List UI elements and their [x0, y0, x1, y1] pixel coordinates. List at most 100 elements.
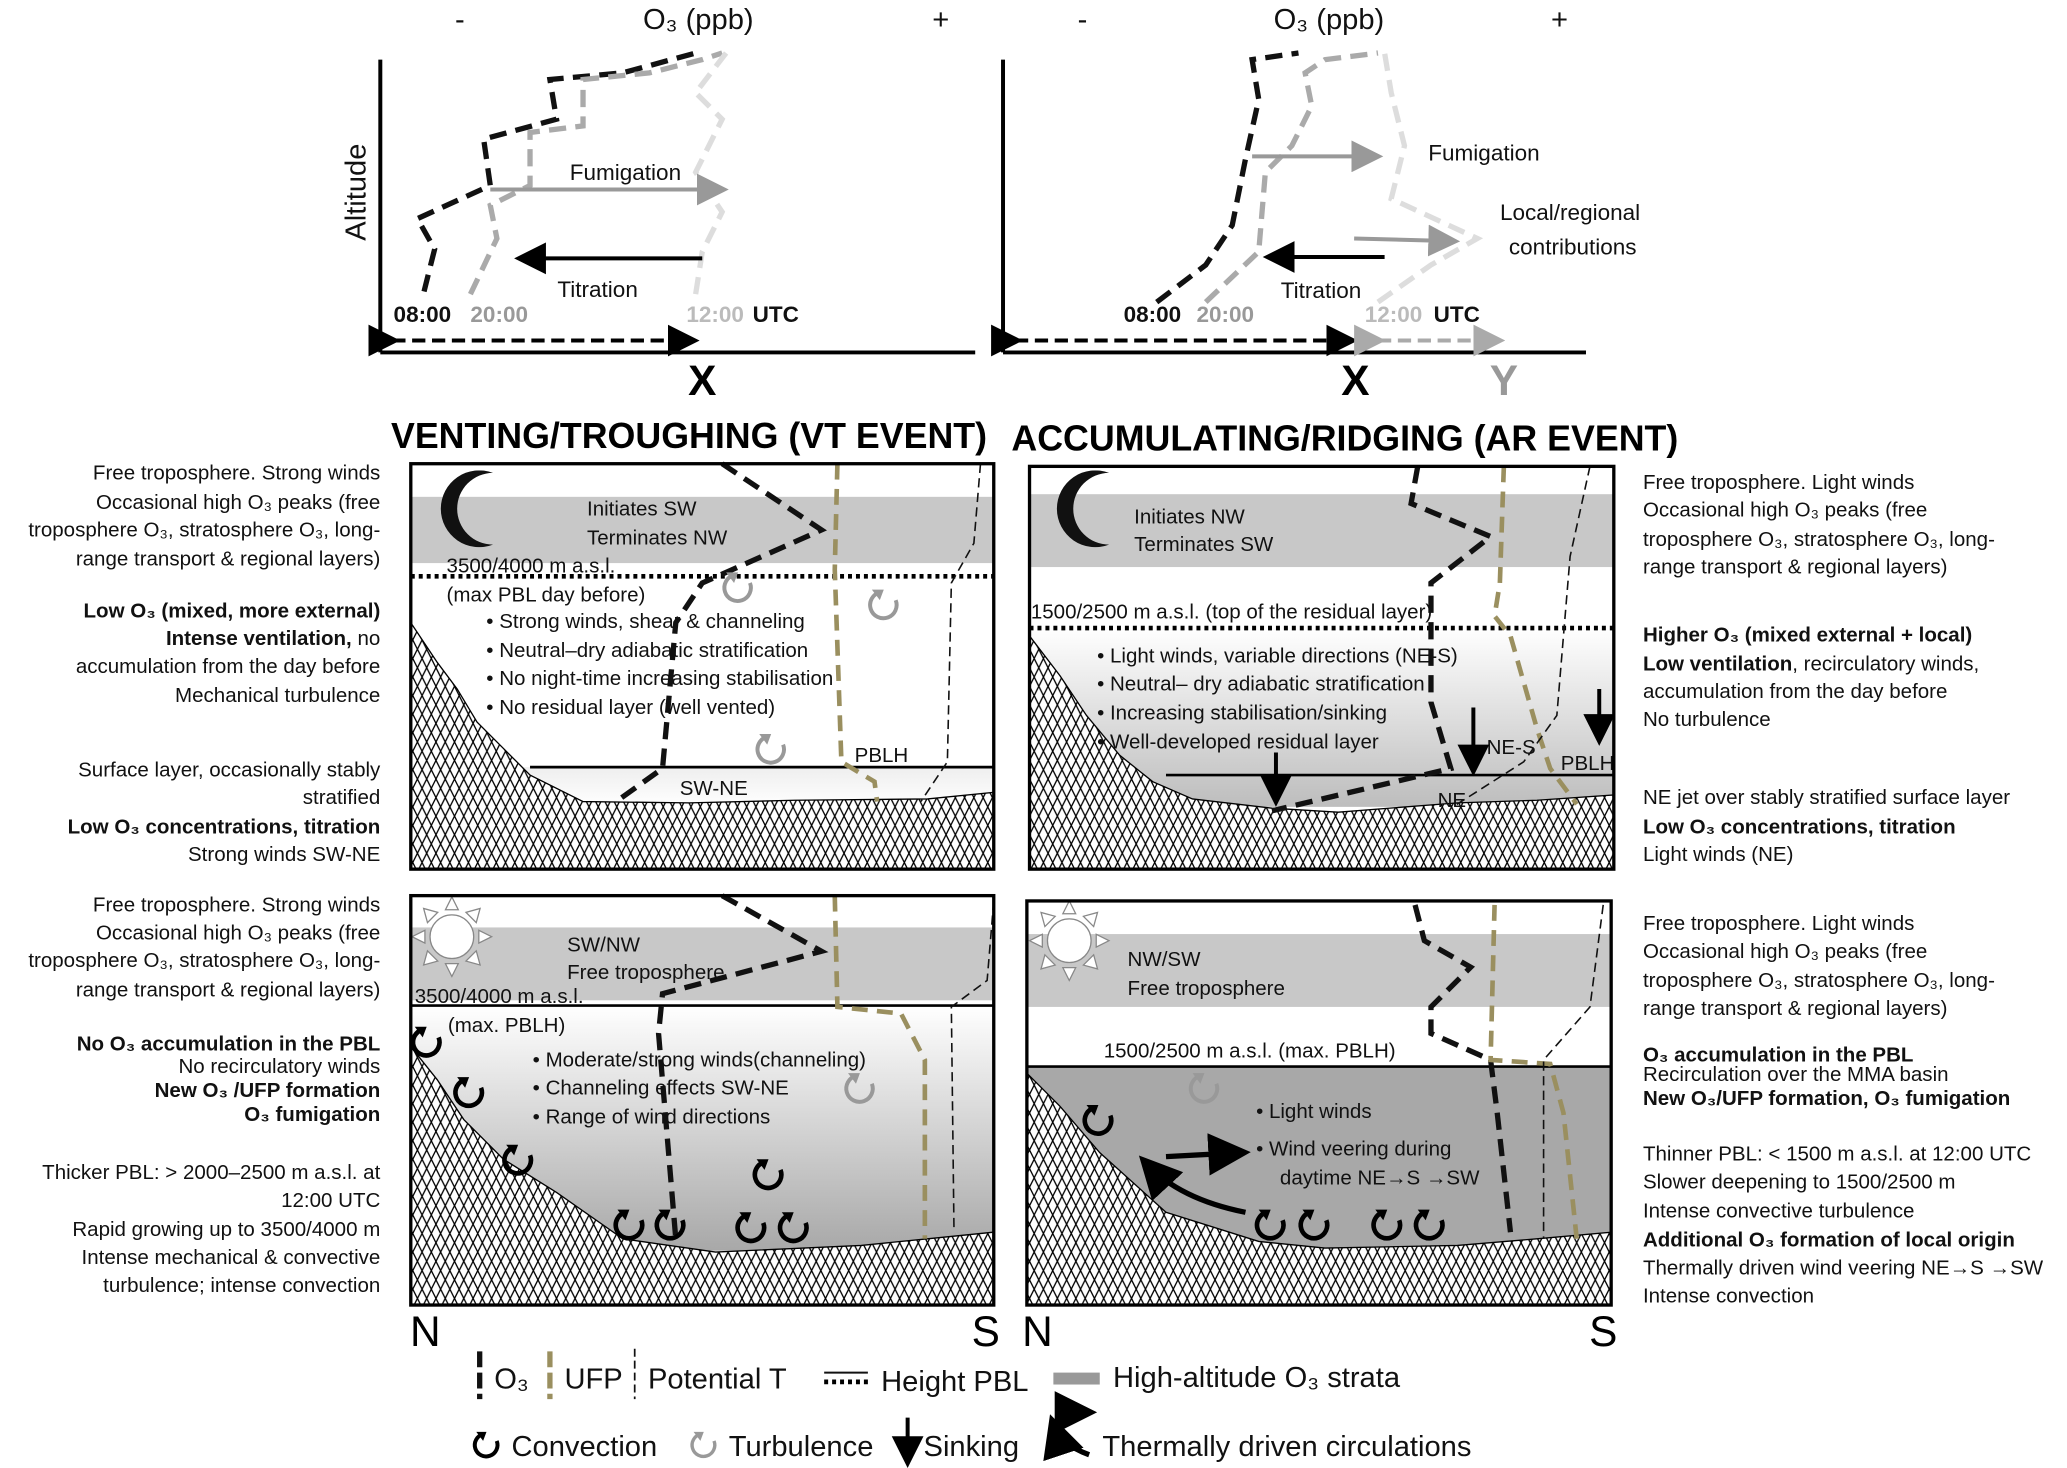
titration-label: Titration — [1281, 278, 1362, 303]
ufp-profile — [1488, 904, 1580, 1240]
side-note-line: range transport & regional layers) — [1643, 556, 1947, 579]
side-note-text: troposphere O₃, stratosphere O₃, long- — [1643, 969, 1995, 992]
side-note-text: 12:00 UTC — [281, 1189, 380, 1212]
x-marker: X — [688, 357, 716, 404]
side-note-line: troposphere O₃, stratosphere O₃, long- — [28, 519, 380, 542]
side-note-line: range transport & regional layers) — [1643, 997, 1947, 1020]
side-note-text: Intense convection — [1643, 1284, 1814, 1307]
panel-vt-night: Initiates SW Terminates NW 3500/4000 m a… — [409, 461, 996, 871]
side-note-text: range transport & regional layers) — [76, 978, 380, 1001]
panel-vt-day: SW/NW Free troposphere 3500/4000 m a.s.l… — [409, 893, 996, 1307]
local-contribution-arrow — [1354, 224, 1461, 257]
legend-sinking: Sinking — [924, 1431, 1020, 1463]
o3-profile-chart-vt: - O₃ (ppb) + Altitude Fumigation Titrati… — [341, 4, 976, 404]
axis-minus: - — [1078, 4, 1088, 36]
side-note-line: Surface layer, occasionally stably — [78, 758, 381, 781]
wind-initiates: Initiates SW — [587, 497, 697, 520]
side-note-line: No O₃ accumulation in the PBL — [77, 1033, 381, 1056]
side-note-line: NE jet over stably stratified surface la… — [1643, 786, 2010, 809]
side-note-line: Mechanical turbulence — [175, 684, 380, 707]
side-note-line: turbulence; intense convection — [103, 1274, 380, 1297]
axis-title: O₃ (ppb) — [1274, 4, 1385, 36]
side-note-text: Thinner PBL: < 1500 m a.s.l. at 12:00 UT… — [1643, 1143, 2031, 1166]
legend: O₃ UFP Potential T Height PBL High-altit… — [472, 1348, 1471, 1468]
o3-profile — [655, 893, 829, 1240]
high-altitude-strata — [410, 927, 994, 1001]
local-label-1: Local/regional — [1500, 200, 1640, 225]
side-note-text: Additional O₃ formation of local origin — [1643, 1229, 2015, 1252]
potential-t-profile — [920, 463, 982, 803]
wind-direction: SW/NW — [567, 933, 641, 956]
panel-ar-night: Initiates NW Terminates SW 1500/2500 m a… — [1027, 464, 1616, 871]
legend-thermal-circulations: Thermally driven circulations — [1102, 1431, 1471, 1463]
bullet: • Light winds, variable directions (NE-S… — [1097, 644, 1458, 667]
axis-plus: + — [1551, 4, 1568, 36]
time-0800: 08:00 — [1124, 302, 1182, 327]
panel-ar-day: NW/SW Free troposphere 1500/2500 m a.s.l… — [1025, 899, 1613, 1307]
legend-convection: Convection — [511, 1431, 657, 1463]
side-note-text: range transport & regional layers) — [1643, 997, 1947, 1020]
legend-pbl: Height PBL — [881, 1366, 1028, 1398]
bullet: • Wind veering during — [1256, 1137, 1451, 1160]
side-note-line: Additional O₃ formation of local origin — [1643, 1229, 2015, 1252]
side-note-line: O₃ accumulation in the PBL — [1643, 1043, 1914, 1066]
ar-event-title: ACCUMULATING/RIDGING (AR EVENT) — [1011, 418, 1678, 458]
time-0800: 08:00 — [394, 302, 452, 327]
side-note-line: range transport & regional layers) — [76, 978, 380, 1001]
side-notes: Free troposphere. Strong winds Occasional… — [28, 462, 2043, 1308]
wind-terminates: Terminates SW — [1134, 533, 1274, 556]
time-2000: 20:00 — [470, 302, 528, 327]
sun-icon — [1028, 900, 1110, 982]
o3-profile-chart-ar: - O₃ (ppb) + Fumigation Local/regional c… — [991, 4, 1640, 404]
side-note-text: Intense mechanical & convective — [82, 1246, 381, 1269]
profile-1200 — [1376, 52, 1484, 305]
bullet-list: • Strong winds, shear & channeling • Neu… — [486, 610, 833, 719]
side-note-line: Strong winds SW-NE — [188, 843, 380, 866]
fumigation-label: Fumigation — [1428, 140, 1539, 165]
utc-label: UTC — [753, 302, 799, 327]
wind-terminates: Terminates NW — [587, 527, 728, 550]
bullet-continuation: daytime NE→S →SW — [1280, 1166, 1480, 1189]
side-note-line: 12:00 UTC — [281, 1189, 380, 1212]
profile-2000 — [468, 50, 723, 296]
thermal-circulation-icon — [1043, 1414, 1091, 1462]
potential-t-profile — [1542, 904, 1604, 1239]
legend-potential-t: Potential T — [648, 1364, 787, 1396]
side-note-text: Recirculation over the MMA basin — [1643, 1063, 1949, 1086]
y-marker: Y — [1490, 357, 1518, 404]
side-note-line: Slower deepening to 1500/2500 m — [1643, 1170, 1956, 1193]
side-note-line: Free troposphere. Strong winds — [93, 894, 380, 917]
side-note-text: troposphere O₃, stratosphere O₃, long- — [28, 519, 380, 542]
side-note-line: Thermally driven wind veering NE→S →SW — [1643, 1257, 2044, 1280]
potential-t-profile — [950, 900, 995, 1233]
side-note-line: No turbulence — [1643, 708, 1771, 731]
turbulence-icon — [690, 1430, 717, 1459]
legend-ufp: UFP — [564, 1364, 622, 1396]
side-note-line: Intense convection — [1643, 1284, 1814, 1307]
side-note-line: Occasional high O₃ peaks (free — [96, 491, 380, 514]
north-label: N — [1022, 1308, 1053, 1355]
profile-0800 — [1155, 50, 1299, 305]
titration-label: Titration — [557, 277, 638, 302]
bullet-list: • Light winds • Wind veering during dayt… — [1256, 1100, 1480, 1189]
axis-plus: + — [932, 4, 949, 36]
side-note-line: Thicker PBL: > 2000–2500 m a.s.l. at — [42, 1161, 380, 1184]
side-note-text: Thermally driven wind veering NE→S →SW — [1643, 1257, 2044, 1280]
wind-label-ne-s: NE-S — [1487, 736, 1536, 759]
south-label: S — [972, 1308, 1000, 1355]
bullet: • Light winds — [1256, 1100, 1372, 1123]
side-note-line: Low O₃ concentrations, titration — [68, 815, 381, 838]
side-note-text: range transport & regional layers) — [76, 548, 380, 571]
side-note-text: range transport & regional layers) — [1643, 556, 1947, 579]
height-note: (max PBL day before) — [447, 584, 646, 607]
side-note-line: troposphere O₃, stratosphere O₃, long- — [28, 949, 380, 972]
legend-o3: O₃ — [494, 1364, 529, 1396]
vt-event-title: VENTING/TROUGHING (VT EVENT) — [391, 416, 987, 456]
side-note-text: Occasional high O₃ peaks (free — [1643, 499, 1927, 522]
side-note-text: Intense convective turbulence — [1643, 1200, 1914, 1223]
bullet: • Neutral–dry adiabatic stratification — [486, 639, 808, 662]
side-note-text: No O₃ accumulation in the PBL — [77, 1033, 381, 1056]
convection-icon — [472, 1429, 500, 1459]
side-note-text: , recirculatory winds, — [1792, 652, 1979, 675]
